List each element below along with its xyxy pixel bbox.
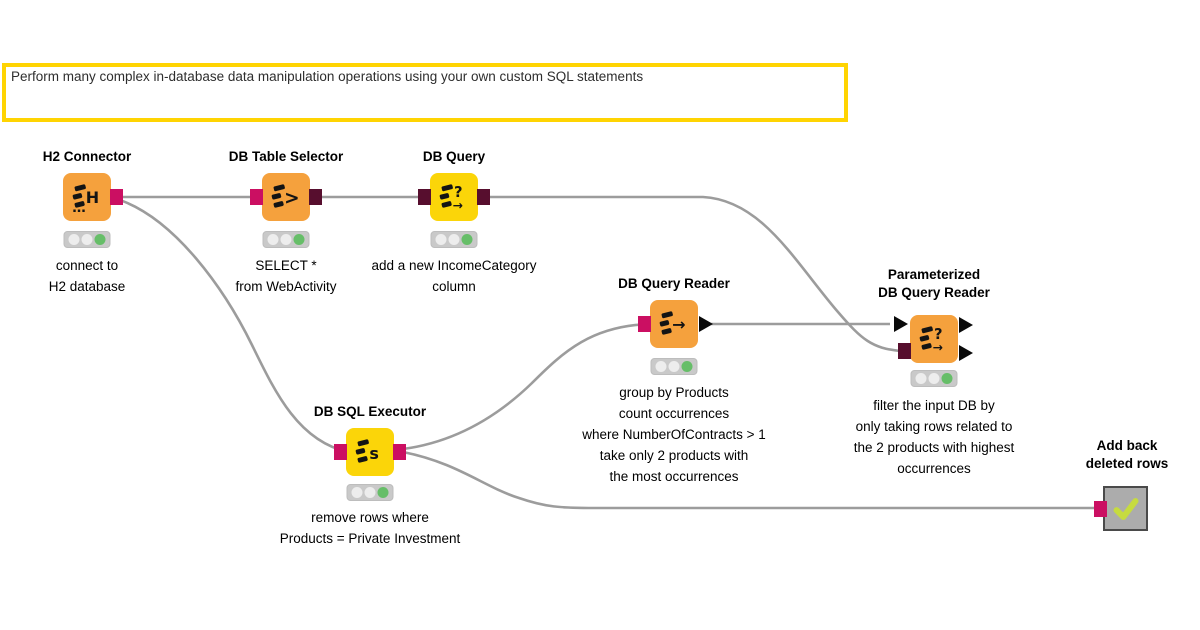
svg-text:>: > [284, 188, 299, 209]
node-parameterized-db-query-reader[interactable]: Parameterized DB Query Reader ? → filter… [854, 267, 1015, 476]
svg-text:?: ? [934, 326, 943, 343]
data-table-output-port[interactable] [699, 316, 713, 332]
traffic-light-executed [910, 370, 958, 387]
svg-text:?: ? [454, 184, 463, 201]
data-table-output-port[interactable] [959, 345, 973, 361]
db-data-input-port[interactable] [418, 189, 431, 205]
svg-text:→: → [672, 315, 685, 334]
traffic-light-executed [262, 231, 310, 248]
node-body[interactable]: ? → [418, 173, 490, 221]
node-db-table-selector[interactable]: DB Table Selector > SELECT * from WebAct… [229, 149, 344, 294]
edge-h2-to-sql-executor [116, 197, 349, 454]
node-title: Add back deleted rows [1085, 438, 1169, 471]
db-session-output-port[interactable] [393, 444, 406, 460]
traffic-light-executed [650, 358, 698, 375]
edge-db-query-to-parameterized [489, 195, 901, 353]
db-query-reader-icon: → [659, 311, 686, 335]
node-body[interactable]: ? → [894, 315, 973, 363]
node-caption: group by Products count occurrences wher… [582, 385, 766, 484]
db-session-input-port[interactable] [638, 316, 651, 332]
db-table-selector-icon: > [271, 184, 300, 209]
node-add-back-deleted-rows[interactable]: Add back deleted rows [1086, 438, 1168, 531]
db-data-output-port[interactable] [477, 189, 490, 205]
svg-text:s: s [369, 444, 379, 463]
edge-sql-executor-to-add-back [402, 450, 1096, 510]
traffic-light-executed [63, 231, 111, 248]
node-db-sql-executor[interactable]: DB SQL Executor s remove rows where Prod… [280, 404, 460, 546]
node-caption: filter the input DB by only taking rows … [853, 398, 1015, 476]
node-body[interactable]: > [250, 173, 322, 221]
data-table-input-port[interactable] [894, 316, 908, 332]
db-query-icon: ? → [439, 184, 463, 212]
workflow-annotation[interactable]: Perform many complex in-database data ma… [2, 63, 848, 122]
db-session-input-port[interactable] [250, 189, 263, 205]
node-title: Parameterized DB Query Reader [878, 267, 990, 300]
traffic-light-executed [430, 231, 478, 248]
node-h2-connector[interactable]: H2 Connector H … connect to H2 database [43, 149, 132, 294]
svg-text:…: … [72, 200, 86, 213]
node-title: DB SQL Executor [313, 404, 427, 419]
svg-text:H: H [86, 188, 99, 207]
db-session-input-port[interactable] [1094, 501, 1107, 517]
svg-text:→: → [933, 340, 943, 354]
db-sql-executor-icon: s [355, 439, 379, 463]
node-body[interactable] [1094, 486, 1148, 531]
node-caption: remove rows where Products = Private Inv… [279, 510, 461, 546]
parameterized-db-query-reader-icon: ? → [919, 326, 943, 354]
edge-sql-executor-to-query-reader [402, 322, 653, 451]
node-caption: SELECT * from WebActivity [235, 258, 337, 294]
node-body[interactable]: H … [63, 173, 123, 221]
data-table-output-port[interactable] [959, 317, 973, 333]
db-data-output-port[interactable] [309, 189, 322, 205]
h2-connector-icon: H … [72, 184, 99, 213]
node-caption: add a new IncomeCategory column [371, 258, 537, 294]
node-body[interactable]: → [638, 300, 713, 348]
node-body[interactable]: s [334, 428, 406, 476]
node-title: DB Table Selector [228, 149, 344, 164]
node-db-query[interactable]: DB Query ? → add a new IncomeCategory co… [371, 149, 536, 294]
svg-text:→: → [453, 198, 463, 212]
traffic-light-executed [346, 484, 394, 501]
node-title: DB Query Reader [618, 276, 730, 291]
db-session-output-port[interactable] [110, 189, 123, 205]
db-data-input-port[interactable] [898, 343, 911, 359]
node-caption: connect to H2 database [48, 258, 126, 294]
node-title: DB Query [422, 149, 486, 164]
node-title: H2 Connector [42, 149, 132, 164]
node-db-query-reader[interactable]: DB Query Reader → group by Products coun… [582, 276, 765, 484]
annotation-text: Perform many complex in-database data ma… [11, 69, 644, 84]
db-session-input-port[interactable] [334, 444, 347, 460]
checkmark-icon [1113, 497, 1138, 520]
